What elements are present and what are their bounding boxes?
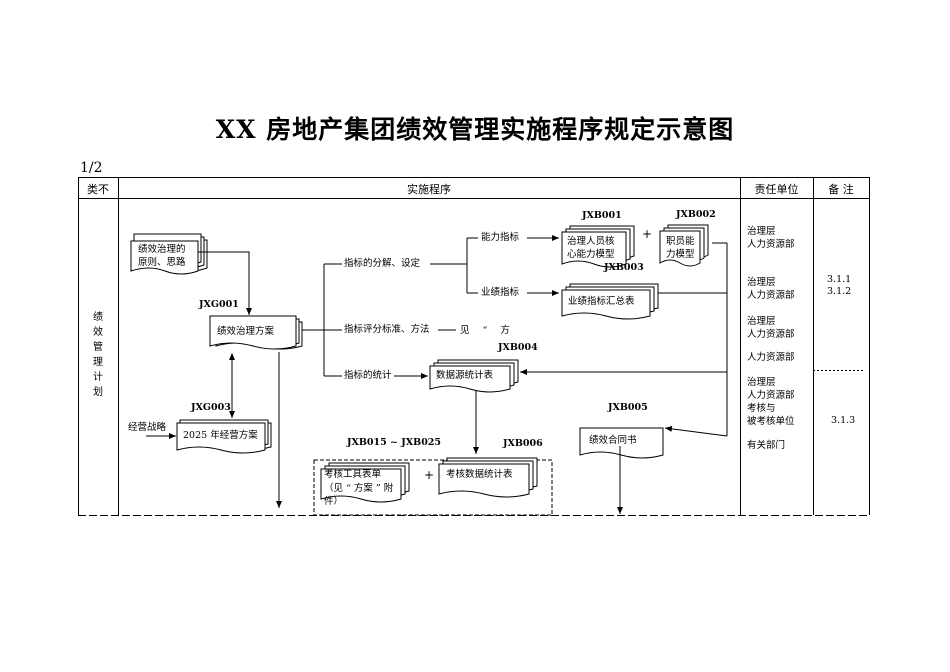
ability-index-label: 能力指标 xyxy=(481,232,520,243)
business-plan-label: 2025 年经营方案 xyxy=(183,430,258,441)
performance-index-label: 业绩指标 xyxy=(481,287,520,298)
header-remarks: 备 注 xyxy=(828,183,854,196)
decompose-label: 指标的分解、设定 xyxy=(344,258,421,269)
assessment-data-label: 考核数据统计表 xyxy=(446,469,513,480)
plus-sign-2: + xyxy=(424,468,435,482)
connectors xyxy=(146,235,728,514)
doc-performance-summary xyxy=(561,283,659,320)
staff-model-line1: 职员能 xyxy=(666,236,695,247)
table-frame xyxy=(78,177,870,516)
remark-3-1-1: 3.1.1 xyxy=(827,274,852,285)
category-label: 绩 效 管 理 计 划 xyxy=(93,312,103,398)
doc-governance-plan xyxy=(209,315,303,350)
responsible-block-3: 治理层人力资源部 xyxy=(747,316,795,340)
staff-model-line2: 力模型 xyxy=(666,249,695,260)
plus-sign: + xyxy=(642,227,653,241)
doc-data-source xyxy=(429,359,519,393)
remark-3-1-2: 3.1.2 xyxy=(827,286,852,297)
header-responsible: 责任单位 xyxy=(754,183,799,196)
doc-staff-model xyxy=(659,224,709,267)
core-model-code: JXB001 xyxy=(582,210,622,221)
doc-business-plan xyxy=(176,419,272,454)
responsible-block-2: 治理层人力资源部 xyxy=(747,277,795,301)
business-plan-code: JXG003 xyxy=(191,402,231,413)
doc-contract xyxy=(579,427,664,459)
tool-forms-line2: （见 “ 方案 ” 附 xyxy=(324,483,394,494)
contract-code: JXB005 xyxy=(608,402,648,413)
remark-3-1-3: 3.1.3 xyxy=(831,415,856,426)
responsible-block-5: 治理层人力资源部 考核与被考核单位 xyxy=(747,377,795,427)
staff-model-code: JXB002 xyxy=(676,209,716,220)
header-procedure: 实施程序 xyxy=(407,183,451,196)
scoring-note: 见 “ 方 xyxy=(460,325,515,336)
core-model-line1: 治理人员核 xyxy=(567,236,615,247)
data-source-label: 数据源统计表 xyxy=(436,370,494,381)
performance-summary-code: JXB003 xyxy=(604,262,644,273)
header-category: 类不 xyxy=(87,183,109,196)
core-model-line2: 心能力模型 xyxy=(567,249,615,260)
tool-forms-line1: 考核工具表单 xyxy=(324,469,382,480)
principles-line1: 绩效治理的 xyxy=(138,244,186,255)
responsible-block-6: 有关部门 xyxy=(747,440,786,451)
strategy-label: 经营战略 xyxy=(128,422,167,433)
principles-line2: 原则、思路 xyxy=(138,257,186,268)
page-number: 1/2 xyxy=(80,160,103,176)
governance-plan-code: JXG001 xyxy=(199,299,239,310)
doc-tool-forms xyxy=(320,462,410,503)
tool-forms-code: JXB015 ~ JXB025 xyxy=(347,437,442,448)
performance-summary-label: 业绩指标汇总表 xyxy=(568,296,635,307)
doc-principles xyxy=(130,233,208,275)
assessment-data-code: JXB006 xyxy=(503,438,543,449)
doc-core-model xyxy=(561,225,635,268)
contract-label: 绩效合同书 xyxy=(589,435,637,446)
doc-assessment-data xyxy=(438,457,538,498)
page-title: XX 房地产集团绩效管理实施程序规定示意图 xyxy=(215,115,735,144)
assessment-group-frame xyxy=(313,459,553,516)
statistics-label: 指标的统计 xyxy=(344,370,392,381)
governance-plan-label: 绩效治理方案 xyxy=(217,326,275,337)
tool-forms-line3: 件） xyxy=(324,496,344,507)
data-source-code: JXB004 xyxy=(498,342,538,353)
scoring-standard-label: 指标评分标准、方法 xyxy=(344,324,430,335)
responsible-block-4: 人力资源部 xyxy=(747,352,795,363)
responsible-block-1: 治理层人力资源部 xyxy=(747,226,795,250)
